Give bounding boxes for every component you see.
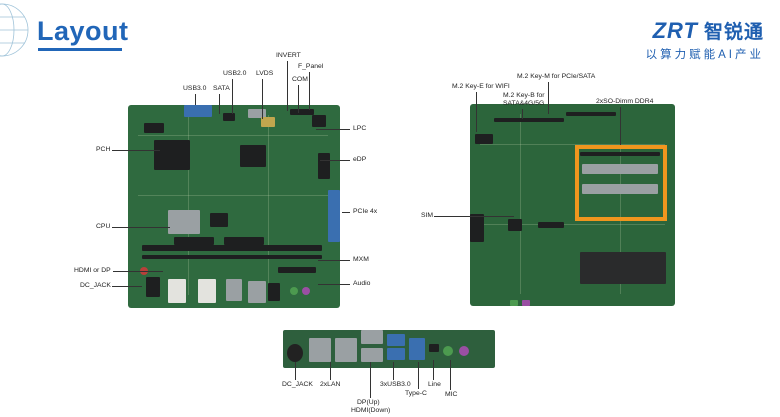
label-edp: eDP [353, 156, 367, 163]
label-io-3xusb30: 3xUSB3.0 [380, 381, 411, 388]
label-lpc: LPC [353, 125, 367, 132]
so-dimm-highlight-box [575, 145, 667, 221]
page-title: Layout [37, 16, 129, 46]
label-io-dp-up: DP(Up) [357, 399, 380, 406]
logo-cn-text: 智锐通 [703, 22, 764, 43]
label-hdmi-dp: HDMI or DP [74, 267, 111, 274]
label-sata: SATA [213, 85, 230, 92]
logo-slogan: 以算力赋能AI产业 [645, 49, 764, 61]
board-io-side-image [283, 330, 495, 368]
logo-brand-text: ZRT [652, 18, 698, 43]
label-m2-key-m: M.2 Key-M for PCIe/SATA [517, 73, 596, 80]
label-io-line: Line [428, 381, 441, 388]
label-pcie-4x: PCIe 4x [353, 208, 378, 215]
label-dc-jack: DC_JACK [80, 282, 111, 289]
brand-logo: ZRT 智锐通 以算力赋能AI产业 [646, 17, 764, 62]
globe-decoration-icon [0, 3, 29, 57]
label-lvds: LVDS [256, 70, 274, 77]
label-so-dimm: 2xSO-Dimm DDR4 [596, 98, 654, 105]
label-com: COM [292, 76, 308, 83]
label-m2-key-e: M.2 Key-E for WIFI [452, 83, 510, 90]
label-cpu: CPU [96, 223, 111, 230]
label-m2-key-b-line2: SATA&4G/5G [503, 100, 545, 107]
label-io-mic: MIC [445, 391, 458, 398]
label-f-panel: F_Panel [298, 63, 324, 70]
label-io-dc-jack: DC_JACK [282, 381, 313, 388]
label-io-hdmi-down: HDMI(Down) [351, 407, 391, 414]
label-m2-key-b-line1: M.2 Key-B for [503, 92, 545, 99]
label-usb30: USB3.0 [183, 85, 207, 92]
label-usb20: USB2.0 [223, 70, 247, 77]
board-back-image [470, 104, 675, 306]
title-underline [38, 48, 122, 51]
label-sim: SIM [421, 212, 434, 219]
label-mxm: MXM [353, 256, 369, 263]
label-io-type-c: Type-C [405, 390, 427, 397]
label-io-2xlan: 2xLAN [320, 381, 341, 388]
label-audio: Audio [353, 280, 371, 287]
label-invert: INVERT [276, 52, 301, 59]
board-front-image [128, 105, 340, 308]
label-pch: PCH [96, 146, 111, 153]
